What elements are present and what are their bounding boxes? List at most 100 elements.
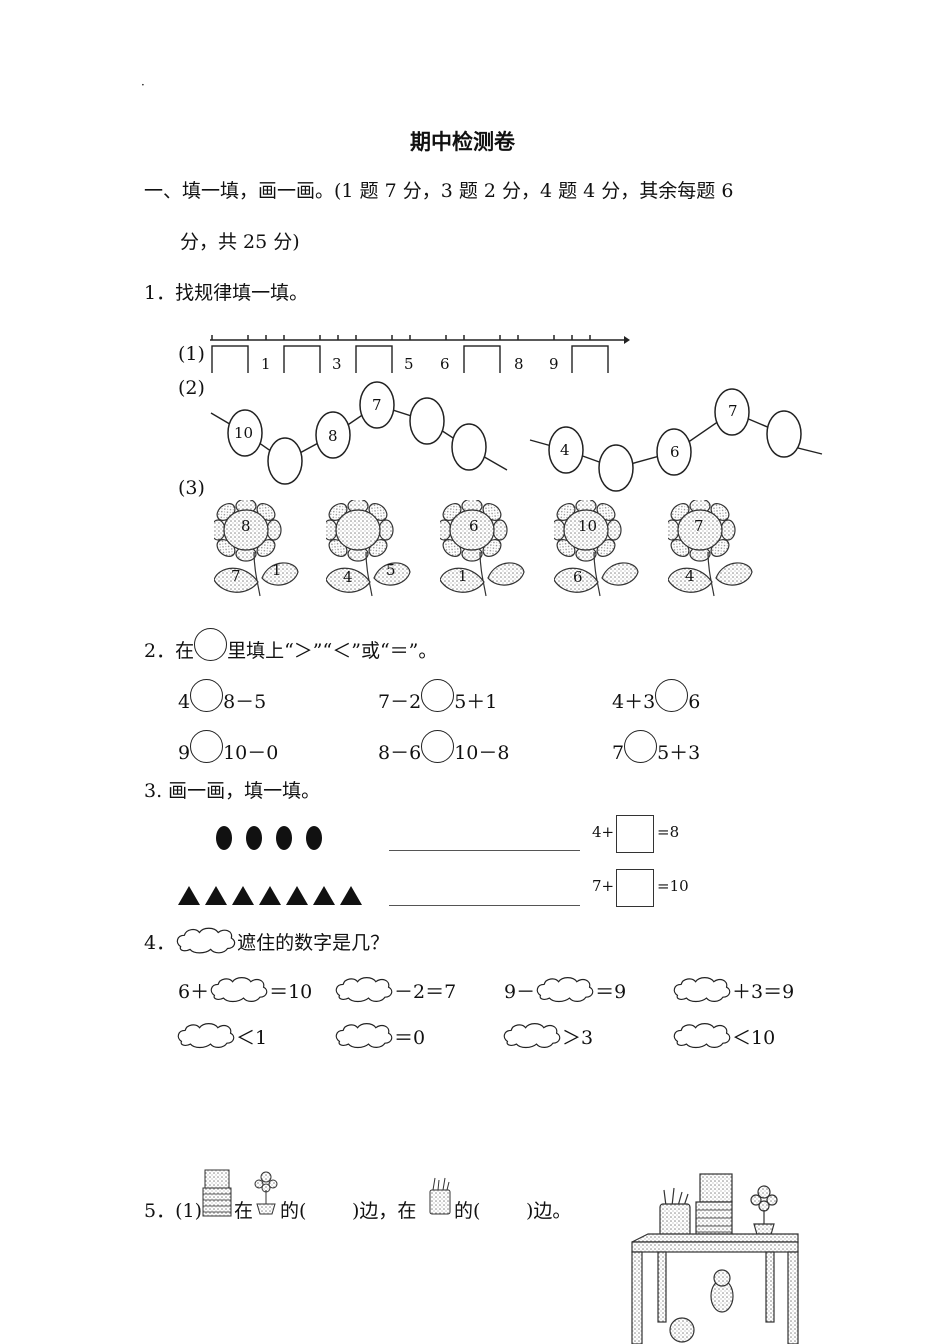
black-triangle <box>313 886 335 905</box>
draw-line-2[interactable] <box>389 905 580 906</box>
compare-circle[interactable] <box>421 730 455 763</box>
ruler-number: 1 <box>261 355 271 373</box>
bead <box>656 428 692 476</box>
question-4-label: 4． 遮住的数字是几？ <box>144 925 389 955</box>
bead-blank <box>267 437 303 485</box>
part-1-label: (1) <box>178 343 205 365</box>
bead-chain-1 <box>210 381 508 485</box>
black-triangle <box>232 886 254 905</box>
q5-text: 在 <box>234 1200 254 1222</box>
cloud-equation: ＜1 <box>176 1020 267 1050</box>
cloud-equation: ＝0 <box>334 1020 425 1050</box>
cloud-icon[interactable] <box>672 974 732 1004</box>
cloud-icon <box>176 927 236 954</box>
flower <box>326 500 411 597</box>
compare-circle[interactable] <box>190 679 224 712</box>
cloud-eq-after: ＜10 <box>732 1027 776 1049</box>
equation-left: 7+ <box>592 877 615 895</box>
cloud-icon[interactable] <box>209 974 269 1004</box>
compare-left: 7－2 <box>378 691 422 713</box>
bead <box>315 411 351 459</box>
black-triangle <box>340 886 362 905</box>
question-2-label-b: 里填上“＞”“＜”或“＝”。 <box>227 640 438 662</box>
black-triangle <box>259 886 281 905</box>
cloud-eq-after: ＋3＝9 <box>732 981 795 1003</box>
question-4-text: 遮住的数字是几？ <box>237 932 390 954</box>
compare-circle[interactable] <box>655 679 689 712</box>
page-dot: · <box>141 78 145 92</box>
number-line-blank <box>463 345 501 373</box>
compare-circle[interactable] <box>421 679 455 712</box>
cloud-icon[interactable] <box>672 1020 732 1050</box>
compare-right: 8－5 <box>223 691 267 713</box>
cloud-equation: ＋3＝9 <box>672 974 794 1004</box>
black-dot <box>306 826 322 850</box>
bead <box>359 381 395 429</box>
black-triangle <box>178 886 200 905</box>
triangles-row <box>178 886 362 905</box>
equation-left: 4+ <box>592 823 615 841</box>
table-scene-illustration <box>631 1173 799 1344</box>
flower-top-number: 7 <box>694 517 704 535</box>
cloud-eq-before: 9－ <box>504 981 536 1003</box>
section-heading: 一、填一填，画一画。(1 题 7 分，3 题 2 分，4 题 4 分，其余每题 … <box>144 180 734 202</box>
q5-text: 的( <box>280 1200 307 1222</box>
draw-line-1[interactable] <box>389 850 580 851</box>
cloud-eq-after: ＜1 <box>236 1027 268 1049</box>
question-4-number: 4． <box>144 932 176 954</box>
cloud-eq-after: －2＝7 <box>394 981 457 1003</box>
number-line <box>210 335 630 373</box>
cloud-icon[interactable] <box>502 1020 562 1050</box>
question-2-label: 2．在 里填上“＞”“＜”或“＝”。 <box>144 628 437 663</box>
number-line-blank <box>283 345 321 373</box>
cloud-icon[interactable] <box>334 1020 394 1050</box>
part-3-label: (3) <box>178 477 205 499</box>
flower-left-number: 4 <box>685 567 695 585</box>
part-2-label: (2) <box>178 377 205 399</box>
bead-number: 4 <box>560 441 570 459</box>
black-triangle <box>286 886 308 905</box>
flower <box>440 500 525 597</box>
cloud-icon[interactable] <box>334 974 394 1004</box>
pen-holder-icon <box>429 1177 451 1215</box>
question-2-label-a: 2．在 <box>144 640 195 662</box>
bead-number: 8 <box>328 427 338 445</box>
bead-blank <box>766 410 802 458</box>
compare-left: 4＋3 <box>612 691 656 713</box>
bead-number: 7 <box>372 396 382 414</box>
compare-circle[interactable] <box>624 730 658 763</box>
cloud-eq-after: ＞3 <box>562 1027 594 1049</box>
compare-right: 10－8 <box>454 742 510 764</box>
compare-left: 7 <box>612 742 625 764</box>
flower-pot-icon <box>254 1171 278 1215</box>
question-1-label: 1．找规律填一填。 <box>144 282 309 304</box>
compare-left: 4 <box>178 691 191 713</box>
cloud-equation: 6＋＝10 <box>178 974 312 1004</box>
compare-circle[interactable] <box>190 730 224 763</box>
q5-text: )边。 <box>526 1200 572 1222</box>
flower <box>214 500 299 597</box>
compare-item: 4 8－5 <box>178 679 266 714</box>
ruler-number: 8 <box>514 355 524 373</box>
cloud-icon[interactable] <box>176 1020 236 1050</box>
cloud-icon[interactable] <box>535 974 595 1004</box>
ruler-number: 6 <box>440 355 450 373</box>
bead-number: 10 <box>234 424 254 442</box>
black-dot <box>246 826 262 850</box>
compare-item: 8－6 10－8 <box>378 730 509 765</box>
number-line-blank <box>355 345 393 373</box>
cloud-equation: ＜10 <box>672 1020 775 1050</box>
q5-text: )边，在 <box>352 1200 417 1222</box>
number-line-blank <box>211 345 249 373</box>
answer-box[interactable] <box>616 815 654 853</box>
bead <box>548 426 584 474</box>
compare-left: 8－6 <box>378 742 422 764</box>
cloud-eq-before: 6＋ <box>178 981 210 1003</box>
q5-text: 的( <box>454 1200 481 1222</box>
flower-top-number: 8 <box>241 517 251 535</box>
equation-right: =10 <box>657 877 689 895</box>
answer-box[interactable] <box>616 869 654 907</box>
